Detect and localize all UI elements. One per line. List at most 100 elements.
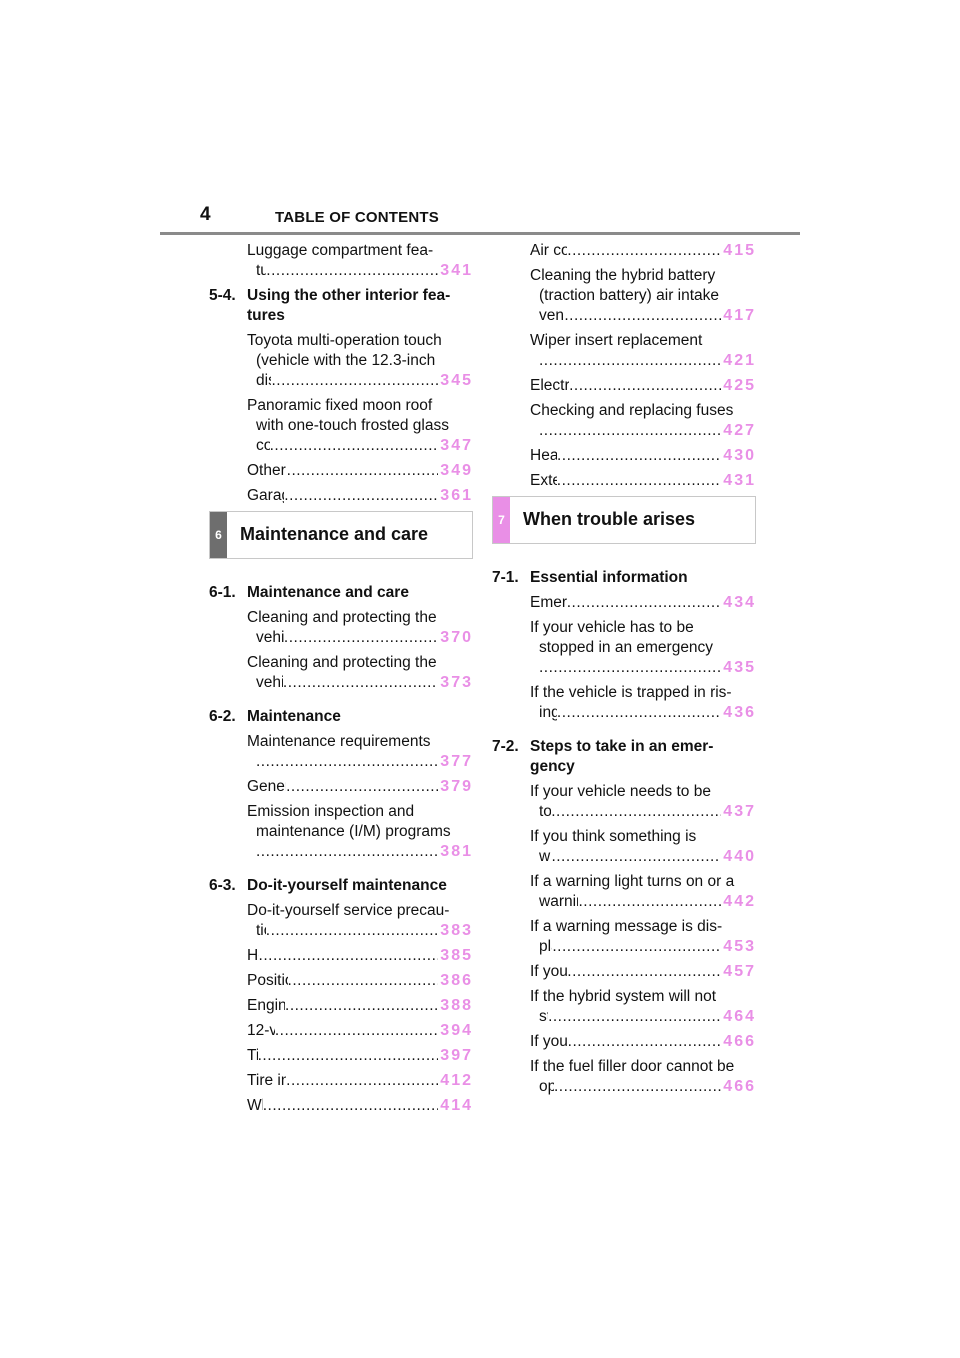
page-link[interactable]: 381 xyxy=(440,843,473,860)
dot-leader: ........................................… xyxy=(274,1022,439,1039)
toc-entry[interactable]: If the fuel filler door cannot beopened.… xyxy=(492,1057,756,1097)
toc-entry[interactable]: Headlight aim...........................… xyxy=(492,446,756,466)
page-link[interactable]: 361 xyxy=(440,487,473,504)
page-link[interactable]: 347 xyxy=(440,437,473,454)
dot-leader: ........................................… xyxy=(256,843,439,860)
toc-entry-line: If a warning light turns on or a xyxy=(530,873,735,890)
page-link[interactable]: 442 xyxy=(723,893,756,910)
toc-entry[interactable]: Garage door opener......................… xyxy=(209,486,473,506)
toc-entry[interactable]: Tire inflation pressure.................… xyxy=(209,1071,473,1091)
toc-entry[interactable]: Other interior features.................… xyxy=(209,461,473,481)
dot-leader: ........................................… xyxy=(578,893,722,910)
toc-entry-line: If a warning message is dis- xyxy=(530,918,723,935)
toc-entry-line: Maintenance requirements xyxy=(247,733,431,750)
page-link[interactable]: 388 xyxy=(440,997,473,1014)
page-link[interactable]: 414 xyxy=(440,1097,473,1114)
toc-entry[interactable]: 12-volt battery.........................… xyxy=(209,1021,473,1041)
toc-entry[interactable]: If you lose your keys...................… xyxy=(492,1032,756,1052)
page-link[interactable]: 440 xyxy=(723,848,756,865)
toc-entry-tail: 12-volt battery xyxy=(247,1022,275,1039)
toc-entry[interactable]: If you think something iswrong..........… xyxy=(492,827,756,867)
dot-leader: ........................................… xyxy=(258,947,439,964)
section-heading: 6-1.Maintenance and care xyxy=(209,583,473,603)
dot-leader: ........................................… xyxy=(548,1008,722,1025)
toc-entry[interactable]: Wiper insert replacement................… xyxy=(492,331,756,371)
page-link[interactable]: 431 xyxy=(723,472,756,489)
page-link[interactable]: 373 xyxy=(440,674,473,691)
toc-entry[interactable]: General maintenance.....................… xyxy=(209,777,473,797)
chapter-title: Maintenance and care xyxy=(240,524,429,544)
page-link[interactable]: 417 xyxy=(723,307,756,324)
toc-entry[interactable]: If a warning light turns on or awarning … xyxy=(492,872,756,912)
toc-entry-last-line: Tire inflation pressure.................… xyxy=(247,1071,473,1091)
toc-entry-last-line: ........................................… xyxy=(530,658,756,678)
toc-entry-line: Cleaning and protecting the xyxy=(247,609,437,626)
page-link[interactable]: 466 xyxy=(723,1033,756,1050)
toc-entry[interactable]: If the vehicle is trapped in ris-ing wat… xyxy=(492,683,756,723)
toc-entry-tail: start xyxy=(539,1008,548,1025)
toc-entry[interactable]: Cleaning the hybrid battery(traction bat… xyxy=(492,266,756,326)
dot-leader: ........................................… xyxy=(551,803,721,820)
page-link[interactable]: 386 xyxy=(440,972,473,989)
page-link[interactable]: 457 xyxy=(723,963,756,980)
toc-entry-last-line: Garage door opener......................… xyxy=(247,486,473,506)
toc-entry[interactable]: If you have a flat tire.................… xyxy=(492,962,756,982)
page-link[interactable]: 349 xyxy=(440,462,473,479)
dot-leader: ........................................… xyxy=(566,594,722,611)
toc-entry[interactable]: Wheels..................................… xyxy=(209,1096,473,1116)
toc-entry[interactable]: Positioning a floor jack................… xyxy=(209,971,473,991)
page-link[interactable]: 415 xyxy=(723,242,756,259)
toc-entry[interactable]: Emergency flashers......................… xyxy=(492,593,756,613)
page-link[interactable]: 453 xyxy=(723,938,756,955)
toc-entry[interactable]: Toyota multi-operation touch(vehicle wit… xyxy=(209,331,473,391)
page-link[interactable]: 341 xyxy=(440,262,473,279)
toc-entry[interactable]: Tires...................................… xyxy=(209,1046,473,1066)
page-link[interactable]: 436 xyxy=(723,704,756,721)
toc-entry-line: If the vehicle is trapped in ris- xyxy=(530,684,732,701)
toc-entry[interactable]: If your vehicle needs to betowed........… xyxy=(492,782,756,822)
page-link[interactable]: 377 xyxy=(440,753,473,770)
toc-entry-last-line: If you lose your keys...................… xyxy=(530,1032,756,1052)
toc-entry-tail: Other interior features xyxy=(247,462,287,479)
page-link[interactable]: 383 xyxy=(440,922,473,939)
toc-entry-last-line: ........................................… xyxy=(530,351,756,371)
page-link[interactable]: 435 xyxy=(723,659,756,676)
page-link[interactable]: 370 xyxy=(440,629,473,646)
page-link[interactable]: 385 xyxy=(440,947,473,964)
toc-entry[interactable]: Luggage compartment fea-tures...........… xyxy=(209,241,473,281)
section-title: Do-it-yourself maintenance xyxy=(247,877,447,894)
page-link[interactable]: 394 xyxy=(440,1022,473,1039)
page-link[interactable]: 437 xyxy=(723,803,756,820)
page-link[interactable]: 434 xyxy=(723,594,756,611)
toc-entry[interactable]: Air conditioning filter.................… xyxy=(492,241,756,261)
page-link[interactable]: 466 xyxy=(723,1078,756,1095)
toc-entry[interactable]: Exterior lights.........................… xyxy=(492,471,756,491)
page-link[interactable]: 379 xyxy=(440,778,473,795)
page-link[interactable]: 412 xyxy=(440,1072,473,1089)
toc-entry[interactable]: Engine compartment......................… xyxy=(209,996,473,1016)
page-link[interactable]: 397 xyxy=(440,1047,473,1064)
page-link[interactable]: 430 xyxy=(723,447,756,464)
toc-column-left: Luggage compartment fea-tures...........… xyxy=(209,241,473,1121)
page-link[interactable]: 421 xyxy=(723,352,756,369)
toc-entry[interactable]: Electronic key battery..................… xyxy=(492,376,756,396)
toc-entry-last-line: Hood....................................… xyxy=(247,946,473,966)
toc-entry[interactable]: If a warning message is dis-played......… xyxy=(492,917,756,957)
toc-entry[interactable]: If the hybrid system will notstart......… xyxy=(492,987,756,1027)
page-link[interactable]: 464 xyxy=(723,1008,756,1025)
page-link[interactable]: 425 xyxy=(723,377,756,394)
toc-entry[interactable]: Maintenance requirements................… xyxy=(209,732,473,772)
section-heading: 7-2.Steps to take in an emer- gency xyxy=(492,737,756,777)
toc-entry-tail: Tire inflation pressure xyxy=(247,1072,287,1089)
toc-entry[interactable]: Do-it-yourself service precau-tions.....… xyxy=(209,901,473,941)
page-link[interactable]: 345 xyxy=(440,372,473,389)
toc-entry[interactable]: Checking and replacing fuses............… xyxy=(492,401,756,441)
toc-entry[interactable]: Hood....................................… xyxy=(209,946,473,966)
toc-entry-last-line: Air conditioning filter.................… xyxy=(530,241,756,261)
page-link[interactable]: 427 xyxy=(723,422,756,439)
